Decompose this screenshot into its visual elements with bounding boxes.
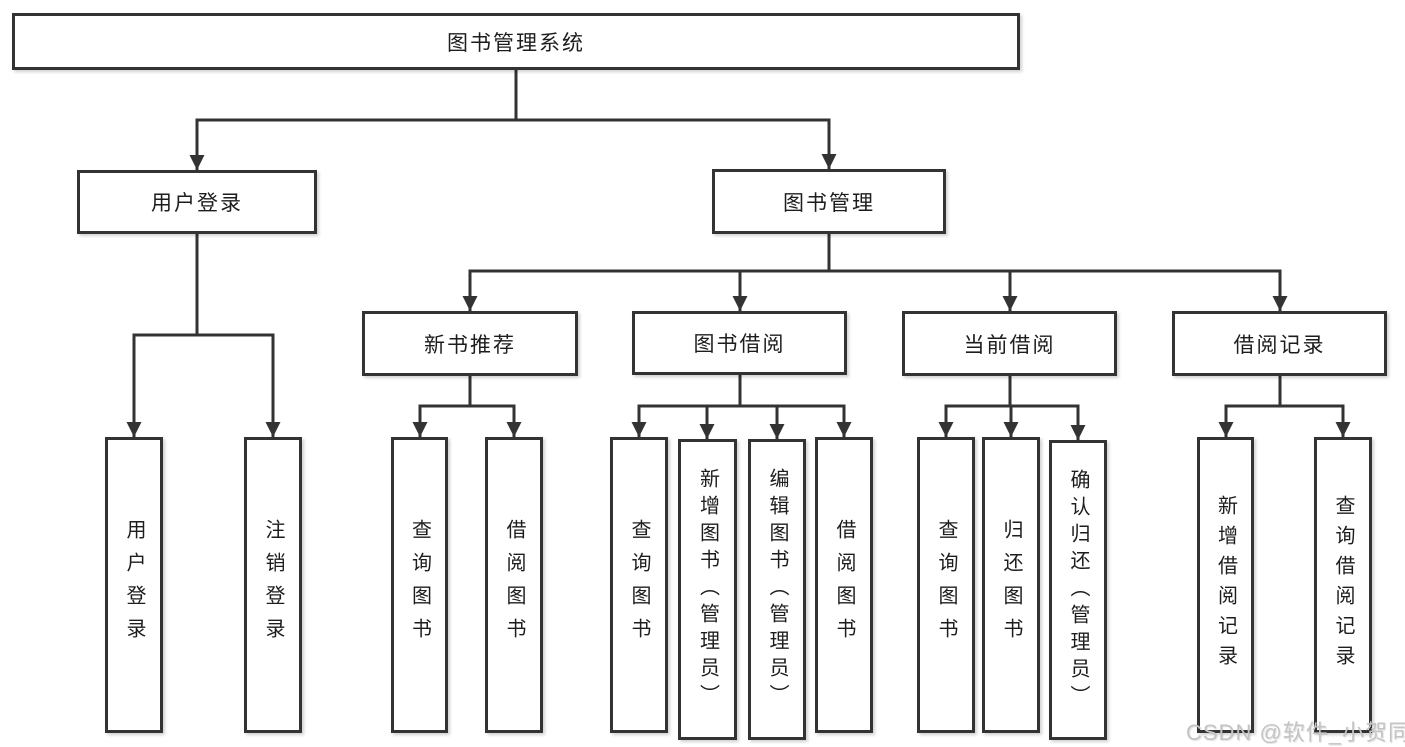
node-book-management-label: 图书管理 [783, 191, 875, 215]
node-leaf-borrow-book-2: 借阅图书 [815, 437, 873, 733]
node-leaf-return-book: 归还图书 [982, 437, 1040, 733]
node-leaf-borrow-book-1: 借阅图书 [485, 437, 543, 733]
node-leaf-logout: 注销登录 [244, 437, 302, 733]
node-leaf-logout-label: 注销登录 [262, 519, 284, 651]
node-book-borrow: 图书借阅 [632, 311, 847, 375]
node-leaf-query-book-3: 查询图书 [917, 437, 975, 733]
node-leaf-query-borrow-record: 查询借阅记录 [1314, 437, 1372, 733]
node-leaf-add-borrow-record: 新增借阅记录 [1197, 437, 1254, 733]
node-borrow-records-label: 借阅记录 [1233, 333, 1326, 357]
node-leaf-query-book-2: 查询图书 [610, 437, 668, 733]
node-book-borrow-label: 图书借阅 [693, 333, 786, 356]
node-root: 图书管理系统 [12, 13, 1020, 70]
node-leaf-user-login: 用户登录 [105, 437, 163, 733]
node-leaf-query-book-3-label: 查询图书 [935, 519, 957, 651]
node-user-login: 用户登录 [77, 170, 317, 234]
node-leaf-add-book-admin-label: 新增图书（管理员） [696, 468, 719, 711]
node-current-borrow: 当前借阅 [902, 311, 1117, 376]
node-leaf-edit-book-admin: 编辑图书（管理员） [748, 439, 806, 740]
node-leaf-user-login-label: 用户登录 [123, 519, 145, 651]
node-leaf-query-book-2-label: 查询图书 [628, 519, 650, 651]
node-leaf-borrow-book-2-label: 借阅图书 [833, 519, 855, 651]
node-current-borrow-label: 当前借阅 [963, 333, 1056, 357]
node-leaf-borrow-book-1-label: 借阅图书 [503, 519, 525, 651]
watermark: CSDN @软件_小贺同学 [1186, 720, 1405, 745]
node-leaf-add-book-admin: 新增图书（管理员） [678, 439, 737, 740]
node-book-management: 图书管理 [712, 169, 946, 234]
node-leaf-add-borrow-record-label: 新增借阅记录 [1214, 495, 1237, 675]
node-user-login-label: 用户登录 [151, 192, 243, 215]
node-new-book-recommend: 新书推荐 [362, 311, 578, 376]
node-leaf-confirm-return-admin: 确认归还（管理员） [1049, 440, 1107, 740]
node-leaf-confirm-return-admin-label: 确认归还（管理员） [1067, 468, 1089, 712]
node-leaf-return-book-label: 归还图书 [1000, 519, 1022, 651]
node-leaf-query-book-1: 查询图书 [391, 437, 448, 733]
node-borrow-records: 借阅记录 [1172, 311, 1387, 376]
node-root-label: 图书管理系统 [447, 31, 585, 55]
node-leaf-query-book-1-label: 查询图书 [408, 519, 431, 651]
node-leaf-edit-book-admin-label: 编辑图书（管理员） [766, 468, 788, 711]
node-leaf-query-borrow-record-label: 查询借阅记录 [1332, 495, 1354, 675]
node-new-book-recommend-label: 新书推荐 [424, 333, 516, 357]
